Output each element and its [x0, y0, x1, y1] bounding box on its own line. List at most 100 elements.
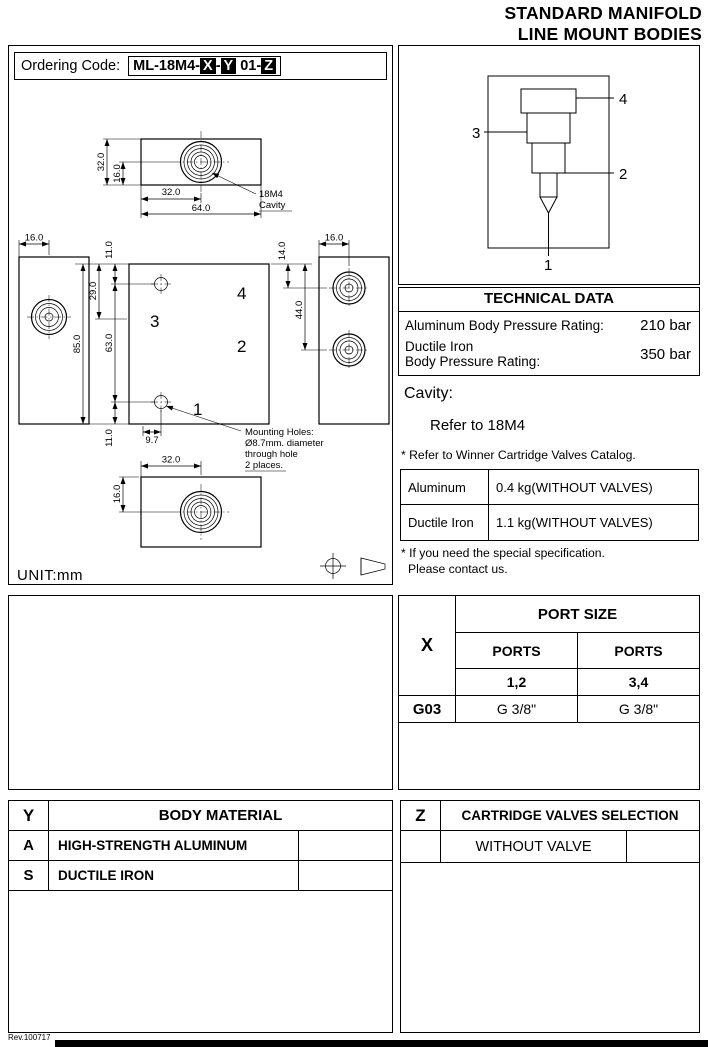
page-title: STANDARD MANIFOLD LINE MOUNT BODIES — [505, 3, 703, 45]
mounting-note-line1: Mounting Holes: — [245, 427, 314, 438]
right-side-view — [318, 256, 390, 425]
projection-symbol-icon — [320, 553, 386, 579]
weight-material-aluminum: Aluminum — [401, 470, 489, 505]
cartridge-valves-table: Z CARTRIDGE VALVES SELECTION WITHOUT VAL… — [400, 800, 700, 1033]
drawing-panel: Ordering Code: ML-18M4-X-Y 01-Z — [8, 45, 393, 585]
code-prefix: ML-18M4- — [133, 58, 201, 74]
ports-header-1: PORTS — [456, 633, 578, 669]
port-size-row-code: G03 — [399, 696, 456, 723]
cartridge-row-label: WITHOUT VALVE — [441, 831, 627, 863]
cavity-profile — [484, 75, 614, 256]
front-port-3: 3 — [150, 312, 159, 331]
cavity-label: Cavity: — [404, 385, 453, 402]
code-z-placeholder: Z — [261, 58, 277, 74]
body-material-code-a: A — [9, 831, 49, 861]
body-material-header-cell: BODY MATERIAL — [49, 801, 392, 831]
dim-left-half-width: 16.0 — [25, 233, 44, 244]
dim-right-port-top-offset: 14.0 — [277, 242, 288, 261]
ordering-code-value: ML-18M4-X-Y 01-Z — [128, 56, 282, 76]
schematic-port-3: 3 — [472, 125, 480, 142]
weight-material-ductile: Ductile Iron — [401, 505, 489, 540]
special-note-line2: Please contact us. — [408, 561, 508, 576]
body-material-empty-s — [299, 861, 392, 891]
mounting-note-line4: 2 places. — [245, 460, 283, 471]
ports-sub-2: 3,4 — [578, 669, 699, 696]
special-note-line1: * If you need the special specification. — [401, 546, 605, 560]
dim-right-port-spacing: 44.0 — [294, 301, 305, 320]
body-material-label-s: DUCTILE IRON — [49, 861, 299, 891]
dim-top-half-height: 16.0 — [112, 164, 123, 183]
ports-sub-1: 1,2 — [456, 669, 578, 696]
technical-data-header: TECHNICAL DATA — [398, 287, 700, 312]
schematic-port-4: 4 — [619, 91, 627, 108]
cartridge-z-cell: Z — [401, 801, 441, 831]
front-port-1: 1 — [193, 400, 202, 419]
dim-front-hole-bottom-offset: 11.0 — [104, 429, 115, 447]
pressure-value-aluminum: 210 bar — [640, 317, 691, 334]
port-size-x-cell: X — [399, 596, 456, 696]
title-line-2: LINE MOUNT BODIES — [517, 24, 702, 44]
top-view — [140, 131, 262, 193]
weight-table: Aluminum 0.4 kg(WITHOUT VALVES) Ductile … — [400, 469, 699, 541]
front-view — [128, 263, 270, 425]
dim-front-port3-offset: 29.0 — [88, 282, 99, 301]
left-side-view — [18, 256, 90, 425]
dim-top-width: 64.0 — [192, 203, 211, 214]
cartridge-empty-right — [627, 831, 699, 863]
pressure-rating-box: Aluminum Body Pressure Rating: 210 bar D… — [398, 311, 700, 376]
front-port-4: 4 — [237, 284, 246, 303]
port-size-header-cell: PORT SIZE — [456, 596, 699, 633]
cavity-note: * Refer to Winner Cartridge Valves Catal… — [401, 448, 636, 462]
cavity-callout-line1: 18M4 — [259, 189, 283, 200]
ordering-code-strip: Ordering Code: ML-18M4-X-Y 01-Z — [14, 52, 387, 80]
dim-front-hole-top-offset: 11.0 — [104, 241, 115, 259]
title-line-1: STANDARD MANIFOLD — [504, 3, 702, 23]
body-material-y-cell: Y — [9, 801, 49, 831]
front-port-2: 2 — [237, 337, 246, 356]
weight-value-aluminum: 0.4 kg(WITHOUT VALVES) — [489, 470, 698, 505]
cartridge-header-cell: CARTRIDGE VALVES SELECTION — [441, 801, 699, 831]
footer-revision: Rev.100717 — [8, 1033, 51, 1042]
code-x-placeholder: X — [200, 58, 216, 74]
port-size-table: X PORT SIZE PORTS PORTS 1,2 3,4 G03 G 3/… — [398, 595, 700, 790]
cartridge-empty-left — [401, 831, 441, 863]
port-size-row-value-1: G 3/8" — [456, 696, 578, 723]
pressure-row-aluminum: Aluminum Body Pressure Rating: 210 bar — [405, 317, 691, 334]
cavity-value: Refer to 18M4 — [430, 417, 526, 434]
dim-front-height: 85.0 — [72, 335, 83, 354]
dim-top-half-width: 32.0 — [162, 187, 181, 198]
unit-label: UNIT:mm — [17, 567, 83, 584]
ports-header-2: PORTS — [578, 633, 699, 669]
schematic-port-1: 1 — [544, 257, 552, 274]
dim-bottom-half-height: 16.0 — [112, 485, 123, 504]
cavity-schematic-panel: 4 3 2 1 — [398, 45, 700, 285]
dimension-drawing: 32.0 16.0 32.0 64.0 18M4 Cavity — [17, 131, 390, 584]
dim-top-height: 32.0 — [96, 153, 107, 172]
dim-bottom-half-width: 32.0 — [162, 455, 181, 466]
code-dash: - — [215, 58, 221, 74]
ordering-code-label: Ordering Code: — [21, 58, 121, 74]
pressure-label-aluminum: Aluminum Body Pressure Rating: — [405, 318, 604, 333]
weight-value-ductile: 1.1 kg(WITHOUT VALVES) — [496, 515, 653, 530]
pressure-row-ductile: Ductile Iron Body Pressure Rating: 350 b… — [405, 339, 691, 370]
dim-right-half-width: 16.0 — [325, 233, 344, 244]
mounting-note-line3: through hole — [245, 449, 298, 460]
pressure-label-ductile: Ductile Iron Body Pressure Rating: — [405, 339, 540, 370]
pressure-label-ductile-line1: Ductile Iron — [405, 338, 474, 354]
body-material-table: Y BODY MATERIAL A HIGH-STRENGTH ALUMINUM… — [8, 800, 393, 1033]
schematic-port-2: 2 — [619, 166, 627, 183]
pressure-label-ductile-line2: Body Pressure Rating: — [405, 354, 541, 370]
body-material-code-s: S — [9, 861, 49, 891]
code-middle: 01- — [236, 58, 262, 74]
dim-front-hole-spacing: 63.0 — [104, 334, 115, 353]
code-y-placeholder: Y — [220, 58, 237, 74]
footer-bar — [55, 1040, 708, 1047]
special-note: * If you need the special specification.… — [401, 546, 605, 578]
body-material-empty-a — [299, 831, 392, 861]
port-size-row-value-2: G 3/8" — [578, 696, 699, 723]
dim-front-hole-x-offset: 9.7 — [145, 435, 158, 446]
pressure-value-ductile: 350 bar — [640, 345, 691, 363]
empty-panel — [8, 595, 393, 790]
mounting-note-line2: Ø8.7mm. diameter — [245, 438, 324, 449]
